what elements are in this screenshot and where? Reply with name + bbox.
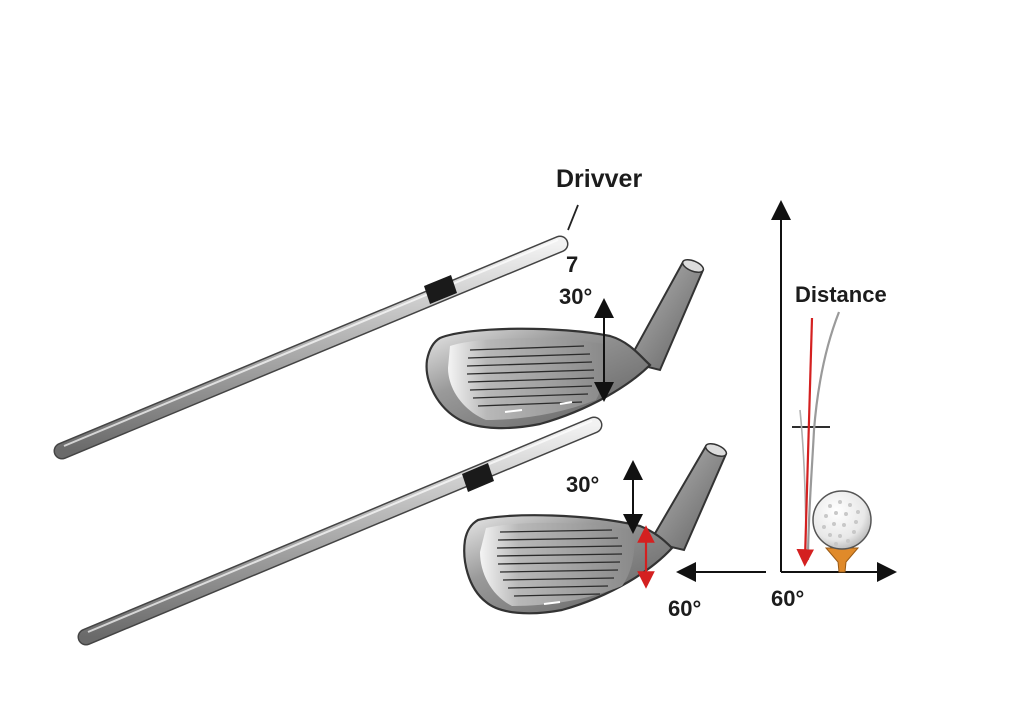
grip-band-icon [424, 275, 457, 304]
angle-bottom-label: 30° [566, 472, 599, 497]
grip-band-icon [462, 463, 494, 492]
angle-bottom-right-label: 60° [771, 586, 804, 611]
lower-club-head-icon [463, 443, 728, 615]
gray-trajectory-line [806, 311, 841, 561]
golf-tee-icon [824, 547, 860, 573]
distance-label: Distance [795, 282, 887, 307]
driver-label: Drivver [556, 165, 642, 193]
upper-shaft [53, 235, 569, 460]
red-trajectory-arrow-icon [796, 317, 815, 567]
club-number-label: 7 [566, 252, 578, 277]
angle-top-label: 30° [559, 284, 592, 309]
angle-bottom-left-label: 60° [668, 596, 701, 621]
golf-ball-icon [812, 490, 872, 550]
distance-axes [771, 200, 897, 582]
lower-shaft [77, 416, 603, 646]
driver-pointer-line [567, 204, 579, 231]
